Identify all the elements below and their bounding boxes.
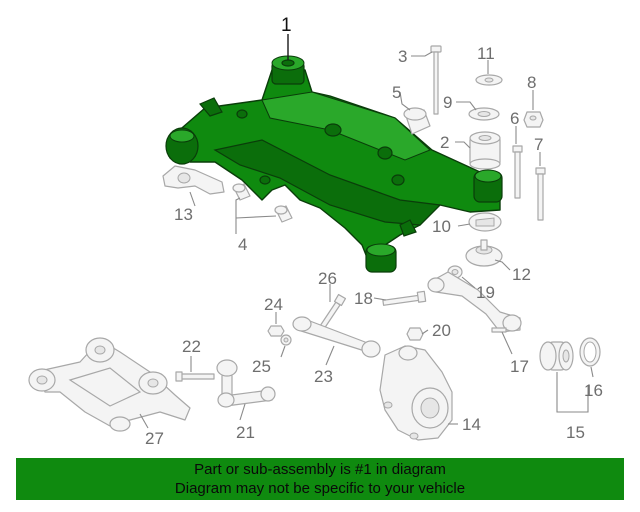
callout-11[interactable]: 11 (477, 44, 495, 63)
part-5-bushing[interactable] (403, 107, 431, 135)
part-10-mount[interactable] (468, 212, 502, 232)
callout-21[interactable]: 21 (236, 423, 255, 442)
callout-17[interactable]: 17 (510, 357, 529, 376)
callout-25[interactable]: 25 (252, 357, 271, 376)
part-12-mount[interactable] (465, 239, 503, 267)
part-11-washer[interactable] (475, 74, 503, 86)
callout-22[interactable]: 22 (182, 337, 201, 356)
banner-line-2: Diagram may not be specific to your vehi… (174, 480, 466, 497)
callout-27[interactable]: 27 (145, 429, 164, 448)
part-27-lower-arm[interactable] (28, 337, 191, 432)
part-14-knuckle[interactable] (379, 345, 453, 441)
part-16-ring[interactable] (579, 337, 601, 367)
callout-1[interactable]: 1 (281, 15, 292, 36)
part-22-bolt[interactable] (175, 371, 215, 382)
part-21-end-link[interactable] (216, 359, 276, 408)
callout-15[interactable]: 15 (566, 423, 585, 442)
callout-5[interactable]: 5 (392, 83, 401, 102)
banner-line-1: Part or sub-assembly is #1 in diagram (194, 461, 446, 478)
callout-13[interactable]: 13 (174, 205, 193, 224)
callout-19[interactable]: 19 (476, 283, 495, 302)
callout-12[interactable]: 12 (512, 265, 531, 284)
callout-2[interactable]: 2 (440, 133, 449, 152)
part-9-washer[interactable] (468, 107, 500, 121)
part-26-bolt[interactable] (319, 293, 347, 330)
part-18-bolt[interactable] (382, 290, 427, 306)
callout-8[interactable]: 8 (527, 73, 536, 92)
part-8-nut[interactable] (523, 111, 544, 128)
callout-labels: 1 3 11 8 5 9 6 2 7 13 10 4 12 26 18 19 2… (145, 15, 603, 448)
part-3-bolt[interactable] (430, 45, 442, 115)
part-7-bolt[interactable] (535, 167, 546, 221)
part-25-washer[interactable] (280, 334, 292, 346)
callout-26[interactable]: 26 (318, 269, 337, 288)
leader-lines (139, 34, 594, 429)
part-4-bushing-lower[interactable] (274, 205, 293, 223)
callout-10[interactable]: 10 (432, 217, 451, 236)
callout-16[interactable]: 16 (584, 381, 603, 400)
callout-4[interactable]: 4 (238, 235, 247, 254)
callout-18[interactable]: 18 (354, 289, 373, 308)
part-6-bolt[interactable] (512, 145, 523, 199)
callout-20[interactable]: 20 (432, 321, 451, 340)
part-4-bushing-upper[interactable] (232, 183, 251, 201)
callout-23[interactable]: 23 (314, 367, 333, 386)
part-13-bracket[interactable] (162, 165, 225, 195)
part-15-bushing-assembly[interactable] (539, 341, 574, 371)
part-24-nut[interactable] (267, 325, 285, 337)
callout-24[interactable]: 24 (264, 295, 283, 314)
part-2-bushing[interactable] (469, 131, 501, 170)
part-20-nut[interactable] (406, 327, 424, 341)
part-17-control-arm[interactable] (427, 271, 522, 333)
callout-3[interactable]: 3 (398, 47, 407, 66)
callout-14[interactable]: 14 (462, 415, 481, 434)
callout-7[interactable]: 7 (534, 135, 543, 154)
notice-banner: Part or sub-assembly is #1 in diagram Di… (16, 458, 624, 500)
subframe-highlighted[interactable] (165, 55, 503, 273)
callout-6[interactable]: 6 (510, 109, 519, 128)
callout-9[interactable]: 9 (443, 93, 452, 112)
part-23-link[interactable] (292, 316, 381, 358)
